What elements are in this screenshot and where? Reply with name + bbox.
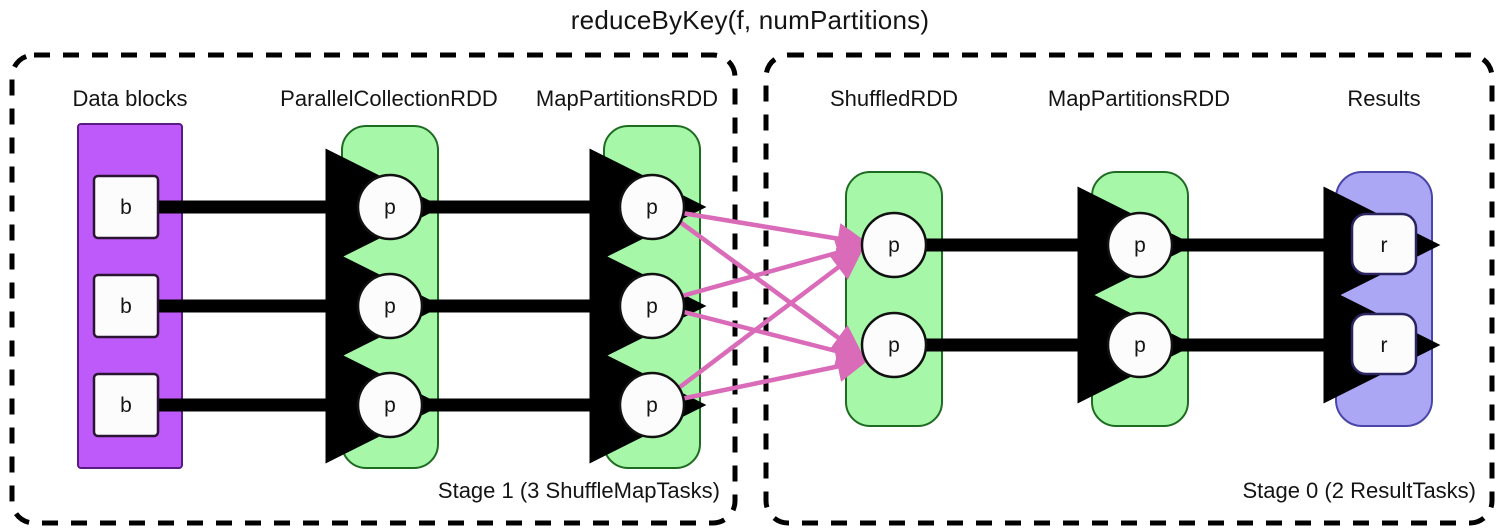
node-result[interactable] bbox=[1350, 312, 1418, 376]
node-partition[interactable] bbox=[1106, 211, 1174, 279]
edges-blocks-to-parallelrdd bbox=[155, 148, 443, 464]
stage-0-border bbox=[763, 52, 1495, 526]
node-partition[interactable] bbox=[860, 311, 928, 379]
column-label-map-partitions-rdd-1: MapPartitionsRDD bbox=[535, 86, 719, 111]
edges-shuffledrdd-to-mappartitionsrdd-2 bbox=[916, 186, 1195, 404]
column-label-data-blocks: Data blocks bbox=[72, 86, 188, 111]
column-label-shuffled-rdd: ShuffledRDD bbox=[830, 86, 958, 111]
column-label-map-partitions-rdd-2: MapPartitionsRDD bbox=[1047, 86, 1231, 111]
node-data-block[interactable] bbox=[92, 174, 160, 240]
node-data-block[interactable] bbox=[92, 273, 160, 339]
node-partition[interactable] bbox=[618, 173, 686, 241]
node-partition[interactable] bbox=[618, 272, 686, 340]
stage-0-footer-label: Stage 0 (2 ResultTasks) bbox=[1242, 478, 1476, 503]
node-result[interactable] bbox=[1350, 212, 1418, 276]
stage-1-footer-label: Stage 1 (3 ShuffleMapTasks) bbox=[437, 478, 720, 503]
node-partition[interactable] bbox=[860, 211, 928, 279]
column-label-results: Results bbox=[1347, 86, 1421, 111]
container-results bbox=[1335, 171, 1433, 427]
column-label-parallel-collection-rdd: ParallelCollectionRDD bbox=[280, 86, 498, 111]
edges-parallelrdd-to-mappartitionsrdd-1 bbox=[412, 148, 707, 464]
container-shuffled-rdd bbox=[845, 171, 943, 427]
edges-mappartitionsrdd-2-to-results bbox=[1162, 186, 1441, 404]
page-title: reduceByKey(f, numPartitions) bbox=[570, 5, 930, 35]
node-partition[interactable] bbox=[356, 173, 424, 241]
node-partition[interactable] bbox=[618, 371, 686, 439]
container-map-partitions-rdd-2 bbox=[1091, 171, 1189, 427]
edges-shuffle bbox=[675, 210, 869, 403]
stage-1-border bbox=[9, 52, 738, 526]
node-partition[interactable] bbox=[1106, 311, 1174, 379]
node-partition[interactable] bbox=[356, 272, 424, 340]
node-partition[interactable] bbox=[356, 371, 424, 439]
node-data-block[interactable] bbox=[92, 372, 160, 438]
